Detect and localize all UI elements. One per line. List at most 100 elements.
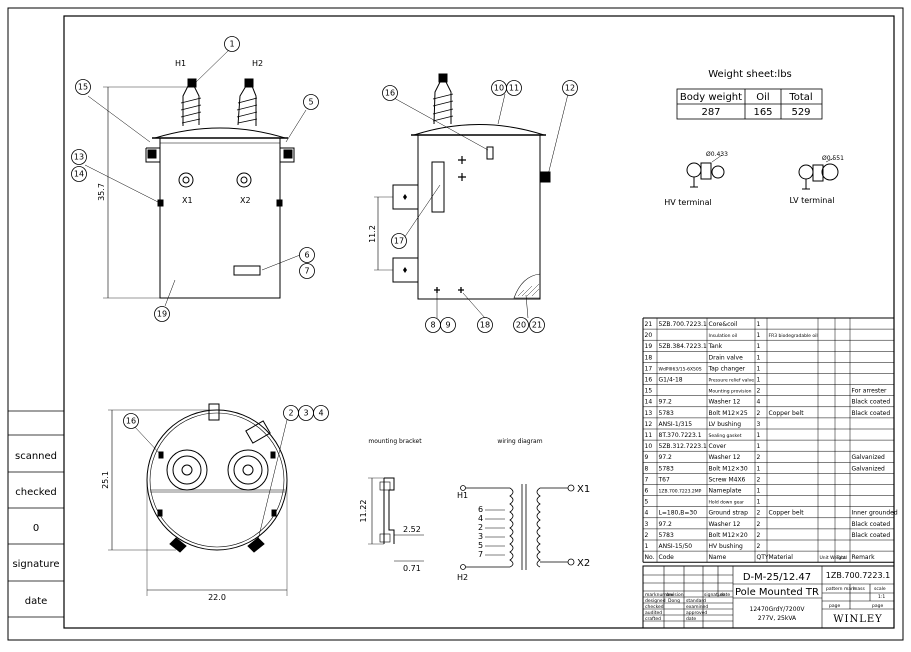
voltage-rating-2: 277V, 25kVA (758, 615, 797, 622)
bom-cell: 1 (757, 343, 761, 350)
bom-cell: 5 (645, 499, 649, 506)
bom-cell: 8 (645, 465, 649, 472)
bom-cell: 97.2 (659, 454, 673, 461)
bom-cell: Copper belt (769, 510, 805, 517)
rev-header-revision: revision (666, 592, 684, 598)
bom-cell: 1 (757, 332, 761, 339)
bom-cell: ANSI-1/315 (659, 421, 693, 428)
wiring-tap-4: 4 (478, 514, 483, 523)
bom-cell: 5783 (659, 532, 674, 539)
bom-cell: 7 (645, 476, 649, 483)
side-view (374, 73, 569, 319)
role2-approved: approved (686, 610, 707, 616)
role2-examined: examined (686, 604, 708, 610)
bom-cell: 2 (757, 388, 761, 395)
bom-cell: 10 (645, 443, 653, 450)
balloon-20: 20 (516, 321, 526, 330)
lv-terminal-drawing (798, 157, 839, 190)
side-balloons (382, 80, 578, 333)
bom-cell: 4 (757, 399, 761, 406)
bom-cell: Black coated (852, 399, 891, 406)
bom-cell: Mounting provision (709, 389, 752, 395)
balloon-12: 12 (565, 84, 575, 93)
bom-cell: Inner grounded (852, 510, 898, 517)
bom-cell: Black coated (852, 521, 891, 528)
bom-cell: ANSI-15/50 (659, 543, 693, 550)
bom-header-cell: QTY (757, 554, 769, 561)
bom-header-cell: Remark (852, 554, 876, 561)
wiring-x2: X2 (577, 558, 590, 569)
balloon-11: 11 (509, 84, 519, 93)
bom-header-cell: No. (645, 554, 655, 561)
bom-cell: Core&coil (709, 321, 738, 328)
bom-cell: LV bushing (709, 421, 742, 428)
meta-scale: scale (874, 586, 886, 592)
role2-standard: standard (686, 598, 706, 604)
bom-cell: 97.2 (659, 399, 673, 406)
bom-cell: Bolt M12×20 (709, 532, 748, 539)
top-width-dim: 22.0 (208, 593, 226, 602)
side-label-scanned: scanned (15, 451, 57, 462)
balloon-13: 13 (74, 153, 84, 162)
balloon-15: 15 (78, 83, 88, 92)
page-label-1: page (829, 604, 840, 609)
bom-cell: 1 (757, 365, 761, 372)
wiring-h2: H2 (457, 573, 468, 582)
role-audited: audited (645, 610, 662, 616)
bom-cell: 1 (757, 465, 761, 472)
bom-cell: 13 (645, 410, 653, 417)
bom-cell: 2 (757, 521, 761, 528)
wiring-tap-5: 5 (478, 541, 483, 550)
bom-cell: 12 (645, 421, 653, 428)
mounting-bracket-title: mounting bracket (368, 438, 422, 445)
bom-cell: T67 (658, 476, 670, 483)
company-name: WINLEY (833, 614, 883, 625)
bom-cell: 1ZB.700.7223.2MP (659, 489, 702, 495)
rev-header-date: date (720, 592, 730, 598)
weight-sheet-title: Weight sheet:lbs (708, 69, 792, 80)
bracket-dim-width: 2.52 (403, 525, 421, 534)
product-name: Pole Mounted TR (735, 587, 819, 598)
balloon-8: 8 (430, 321, 435, 330)
weight-value-body: 287 (701, 107, 720, 118)
balloon-10: 10 (494, 84, 504, 93)
bom-cell: 2 (757, 510, 761, 517)
side-label-checked: checked (15, 487, 56, 498)
bom-header-cell: Material (769, 554, 794, 561)
bom-cell: 17 (645, 365, 653, 372)
wiring-x1: X1 (577, 484, 590, 495)
mounting-bracket-drawing (368, 477, 424, 562)
bom-cell: 5783 (659, 465, 674, 472)
bom-cell: 18 (645, 354, 653, 361)
bom-cell: 2 (757, 476, 761, 483)
bom-cell: Bolt M12×30 (709, 465, 748, 472)
side-label-date: date (25, 596, 48, 607)
bom-cell: 5ZB.312.7223.1 (659, 443, 707, 450)
balloon-21: 21 (532, 321, 542, 330)
bom-cell: Cover (709, 443, 727, 450)
role-designed: designed (645, 598, 666, 604)
bom-cell: 2 (645, 532, 649, 539)
balloon-2: 2 (288, 409, 293, 418)
bom-cell: 2 (757, 454, 761, 461)
bom-cell: 1 (757, 443, 761, 450)
designer-name: Dong (668, 598, 680, 604)
balloon-16-side: 16 (385, 89, 395, 98)
wiring-tap-2: 2 (478, 523, 483, 532)
bom-cell: 1 (757, 321, 761, 328)
front-height-dim: 35.7 (97, 183, 106, 201)
bom-cell: 1 (757, 488, 761, 495)
bom-cell: G1/4-18 (659, 377, 683, 384)
bom-cell: Sealing gasket (709, 433, 742, 439)
balloon-16-top: 16 (126, 417, 136, 426)
bom-cell: For arrester (852, 388, 888, 395)
bom-cell: Black coated (852, 410, 891, 417)
lv-terminal-label: LV terminal (789, 196, 834, 205)
bom-header-cell: Unit Weight (820, 555, 847, 561)
bom-cell: Washer 12 (709, 521, 741, 528)
bom-cell: 1 (757, 432, 761, 439)
balloon-7: 7 (304, 267, 309, 276)
bom-cell: Copper belt (769, 410, 805, 417)
